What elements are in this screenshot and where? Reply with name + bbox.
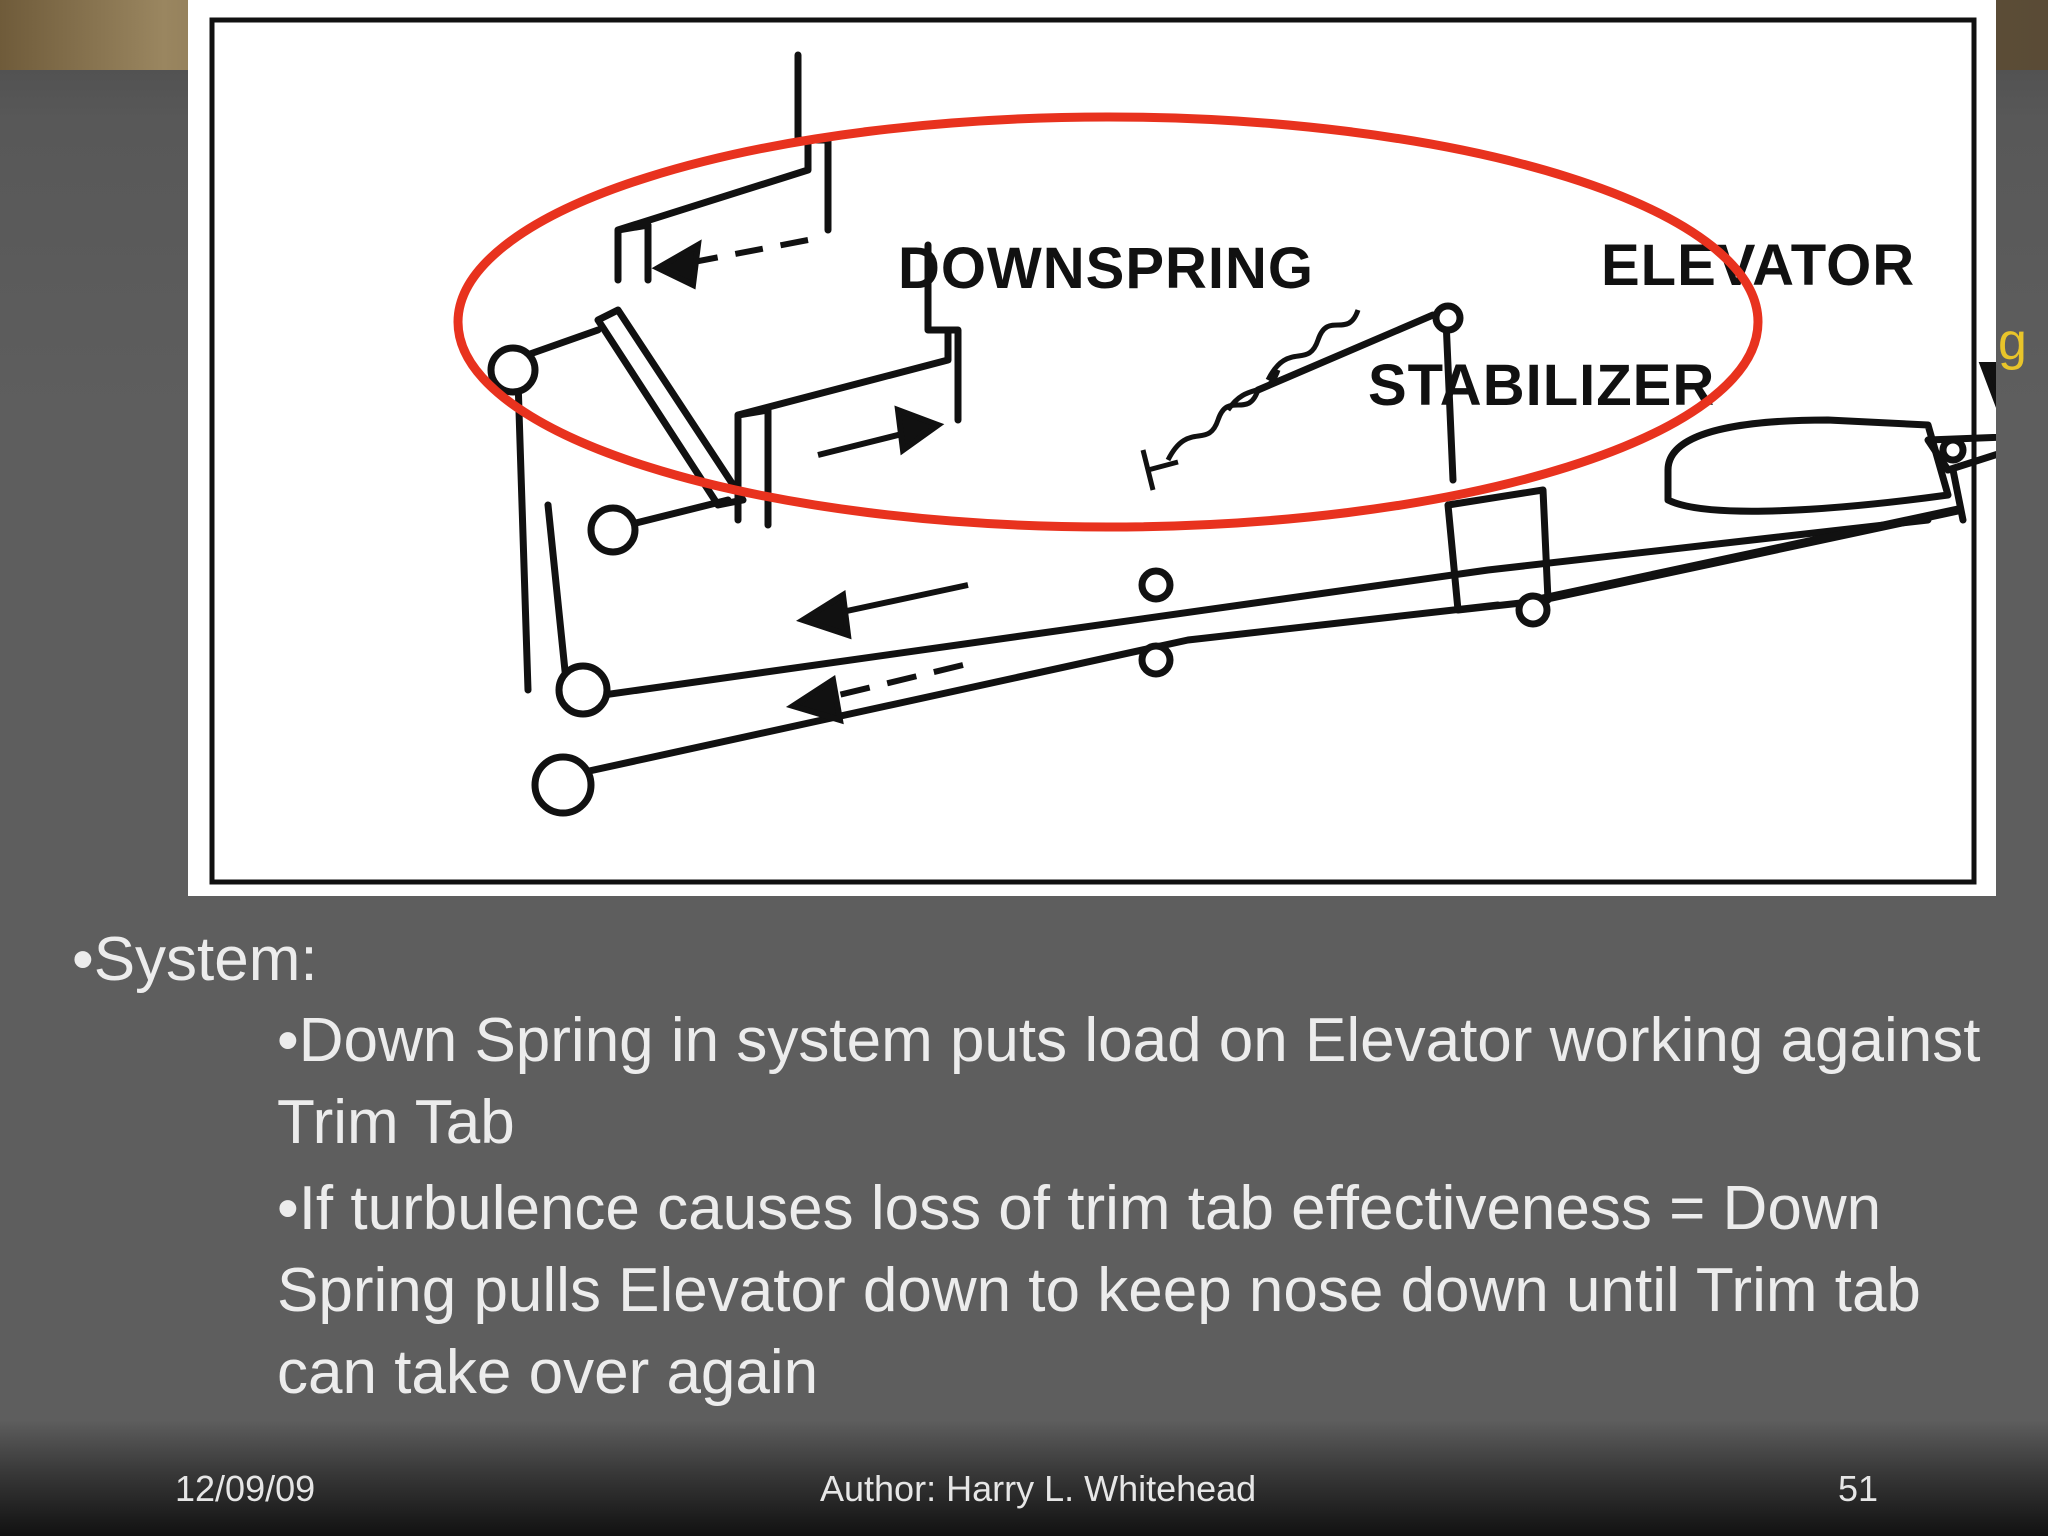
downspring-label: DOWNSPRING <box>898 236 1314 301</box>
elevator-label: ELEVATOR <box>1601 233 1915 298</box>
pulley <box>531 753 595 817</box>
elevator-horn <box>1949 466 1967 524</box>
bullet-turbulence: •If turbulence causes loss of trim tab e… <box>277 1174 1921 1407</box>
bullet-down-spring-load: •Down Spring in system puts load on Elev… <box>277 1006 1981 1157</box>
clipped-title-glyph: g <box>1998 313 2027 371</box>
pulley <box>1939 436 1967 464</box>
arrow-left <box>817 662 964 703</box>
pulley <box>1138 642 1174 678</box>
footer-date: 12/09/09 <box>175 1468 316 1509</box>
bellcrank <box>594 306 747 509</box>
slide-footer: 12/09/09 Author: Harry L. Whitehead 51 <box>0 1460 2048 1520</box>
pulley <box>587 504 639 556</box>
arrow-head <box>785 675 844 725</box>
cable-bottom-1 <box>564 516 1932 704</box>
downspring-highlight-circle <box>453 112 1763 532</box>
elevator-control-diagram: DOWNSPRING ELEVATOR STABILIZER <box>188 0 1996 896</box>
pulley <box>1432 302 1464 334</box>
diagram-border <box>209 17 1977 885</box>
stabilizer-label: STABILIZER <box>1368 353 1715 418</box>
downspring-coil <box>1140 309 1361 491</box>
upper-yoke <box>614 51 832 284</box>
footer-page-number: 51 <box>1838 1468 1879 1509</box>
footer-author: Author: Harry L. Whitehead <box>820 1468 1257 1509</box>
arrow-head <box>1978 362 1996 408</box>
pulley <box>487 344 539 396</box>
arrow-left <box>677 237 809 268</box>
slide-body: •System: •Down Spring in system puts loa… <box>72 924 2032 1414</box>
arrow-head <box>894 405 945 456</box>
elevator-shape <box>1924 433 1996 474</box>
bracket <box>1444 486 1552 614</box>
cable-left-down <box>514 376 572 704</box>
elevator-pushrod <box>1533 505 1963 605</box>
stabilizer-shape <box>1664 416 1952 515</box>
arrow-head <box>796 589 852 640</box>
system-heading: •System: <box>72 925 318 994</box>
pulley <box>1138 567 1174 603</box>
lower-yoke <box>734 241 962 529</box>
arrow-left <box>827 582 969 618</box>
arrow-head <box>651 239 702 290</box>
pulley <box>555 662 611 718</box>
pulley <box>1515 592 1551 628</box>
cable-bottom-2 <box>544 601 1502 784</box>
